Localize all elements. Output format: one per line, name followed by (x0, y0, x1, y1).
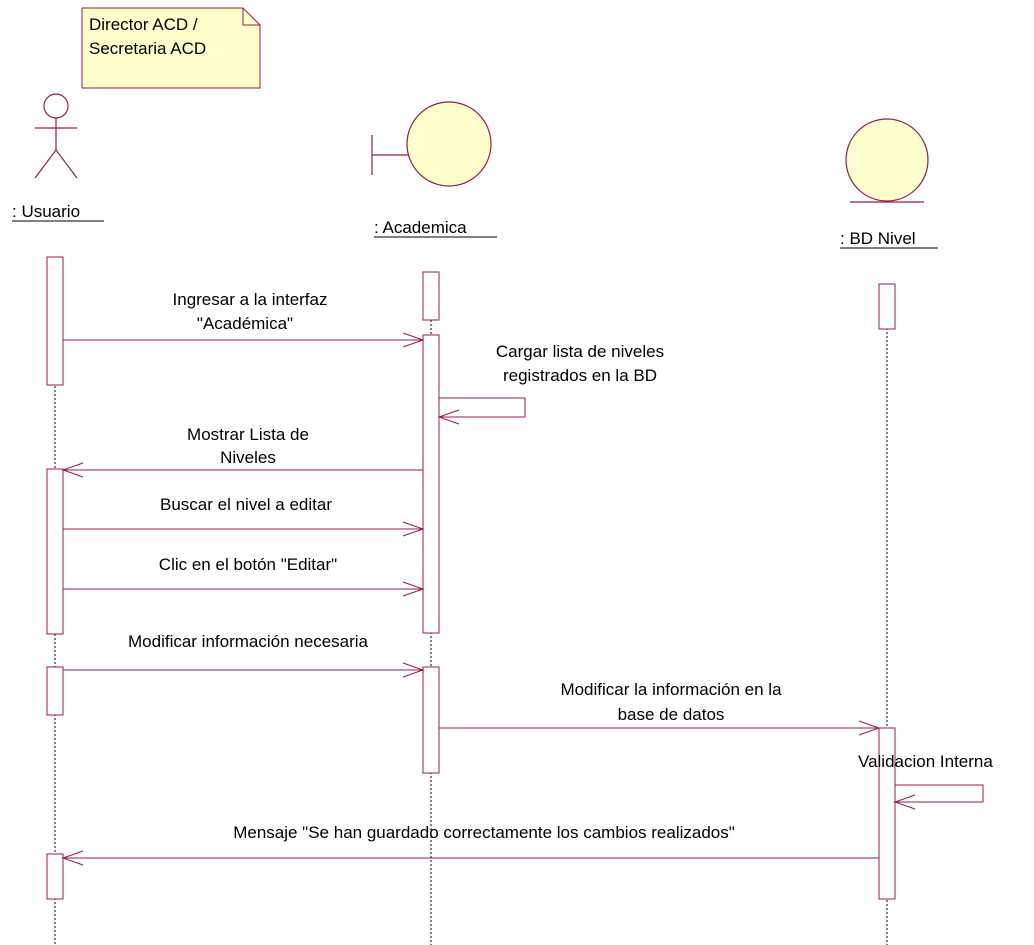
participant-usuario: : Usuario (12, 93, 104, 222)
message-m3: Mostrar Lista de Niveles (61, 425, 423, 478)
activation-usuario-4 (46, 853, 64, 900)
message-label: "Académica" (197, 314, 293, 333)
arrow-head-icon (402, 581, 425, 597)
note: Director ACD / Secretaria ACD (81, 7, 261, 89)
message-label: base de datos (618, 705, 725, 724)
message-m5: Clic en el botón "Editar" (63, 555, 425, 597)
message-label: Clic en el botón "Editar" (159, 555, 337, 574)
note-fold (242, 8, 260, 26)
arrow-head-icon (858, 720, 881, 736)
message-label: Ingresar a la interfaz (173, 290, 328, 309)
arrow-head-icon (893, 794, 916, 810)
note-shape (81, 7, 261, 89)
message-m4: Buscar el nivel a editar (63, 495, 425, 537)
message-m6: Modificar información necesaria (63, 632, 425, 678)
message-label: Modificar información necesaria (128, 632, 369, 651)
participant-label-bdnivel: : BD Nivel (840, 229, 916, 248)
activation-academica-3 (422, 666, 440, 774)
activation-usuario-1 (46, 256, 64, 386)
message-label: Mostrar Lista de (187, 425, 309, 444)
activations (46, 256, 896, 900)
message-m9: Mensaje "Se han guardado correctamente l… (61, 823, 879, 866)
arrow-head-icon (402, 662, 425, 678)
activation-usuario-3 (46, 666, 64, 716)
message-label: Cargar lista de niveles (496, 342, 664, 361)
message-m2: Cargar lista de niveles registrados en l… (437, 342, 664, 425)
participant-label-usuario: : Usuario (12, 202, 80, 221)
boundary-icon (371, 101, 492, 187)
arrow-head-icon (61, 850, 84, 866)
activation-bdnivel-1 (878, 283, 896, 330)
entity-icon (845, 118, 929, 203)
note-line-1: Director ACD / (89, 15, 198, 34)
message-label: Modificar la información en la (560, 680, 782, 699)
activation-academica-2 (422, 334, 440, 634)
message-self-loop (895, 784, 984, 803)
message-label: Buscar el nivel a editar (160, 495, 332, 514)
message-m1: Ingresar a la interfaz "Académica" (63, 290, 425, 348)
arrow-head-icon (402, 332, 425, 348)
message-label: Niveles (220, 448, 276, 467)
participant-academica: : Academica (371, 101, 497, 238)
activation-academica-1 (422, 271, 440, 321)
message-label: Mensaje "Se han guardado correctamente l… (233, 823, 735, 842)
actor-icon (34, 93, 78, 179)
participant-bdnivel: : BD Nivel (840, 118, 938, 249)
note-line-2: Secretaria ACD (89, 39, 206, 58)
activation-bdnivel-2 (878, 727, 896, 900)
participant-label-academica: : Academica (374, 218, 467, 237)
activation-usuario-2 (46, 468, 64, 635)
message-label: registrados en la BD (503, 366, 657, 385)
message-self-loop (439, 397, 526, 418)
message-m7: Modificar la información en la base de d… (439, 680, 881, 736)
arrow-head-icon (437, 409, 460, 425)
message-label: Validacion Interna (858, 752, 993, 771)
arrow-head-icon (61, 462, 84, 478)
message-m8: Validacion Interna (858, 752, 993, 810)
arrow-head-icon (402, 521, 425, 537)
